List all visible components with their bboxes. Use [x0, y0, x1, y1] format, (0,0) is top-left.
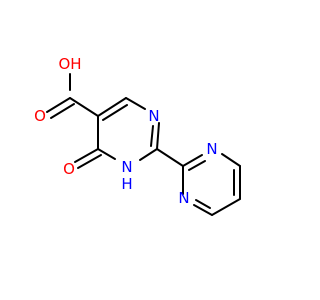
bond-c4-o-a: [74, 148, 99, 163]
ring-nh-n-label: N: [121, 158, 132, 176]
bond-c5-c6-inner: [102, 104, 128, 121]
bond-pyr-c-n-bottom: [193, 204, 213, 216]
atom-labels: OH O O N N H N N: [34, 55, 218, 207]
bond-pyr-c2-n-top-inner: [188, 160, 206, 171]
bond-n3-c4: [97, 148, 116, 160]
molecule-diagram: OH O O N N H N N: [0, 0, 300, 300]
bond-n1-c2-inner: [150, 125, 154, 147]
ring-nh-h-label: H: [121, 175, 132, 193]
bond-c2-n3: [139, 148, 158, 161]
bond-pyr-c-n-bottom-inner: [195, 199, 211, 209]
bond-c2-pyr: [156, 148, 184, 167]
bond-c4-o-b: [77, 154, 102, 169]
carboxyl-o-label: O: [34, 107, 46, 125]
hydroxyl-label: OH: [58, 55, 81, 73]
bond-c-o-double-a: [46, 97, 71, 113]
hydroxyl-o: O: [58, 55, 70, 73]
bond-pyr-n-top-c: [221, 153, 241, 167]
bond-c5-c6: [97, 97, 127, 117]
ring-n1-label: N: [148, 107, 159, 125]
bond-n1-c2: [156, 122, 160, 150]
bond-c-o-double-b: [50, 103, 75, 119]
background: [0, 0, 300, 300]
bond-pyr-c-c-bottom: [211, 198, 241, 216]
hydroxyl-h: H: [70, 55, 81, 73]
pyrimidine-n-bottom-label: N: [178, 189, 189, 207]
bonds: [46, 73, 241, 216]
pyrimidine-n-top-label: N: [206, 140, 217, 158]
bond-c6-n1: [125, 97, 146, 110]
bond-pyr-c2-n-top: [182, 154, 203, 167]
bond-c-c5: [69, 97, 99, 117]
keto-o-label: O: [63, 160, 75, 178]
